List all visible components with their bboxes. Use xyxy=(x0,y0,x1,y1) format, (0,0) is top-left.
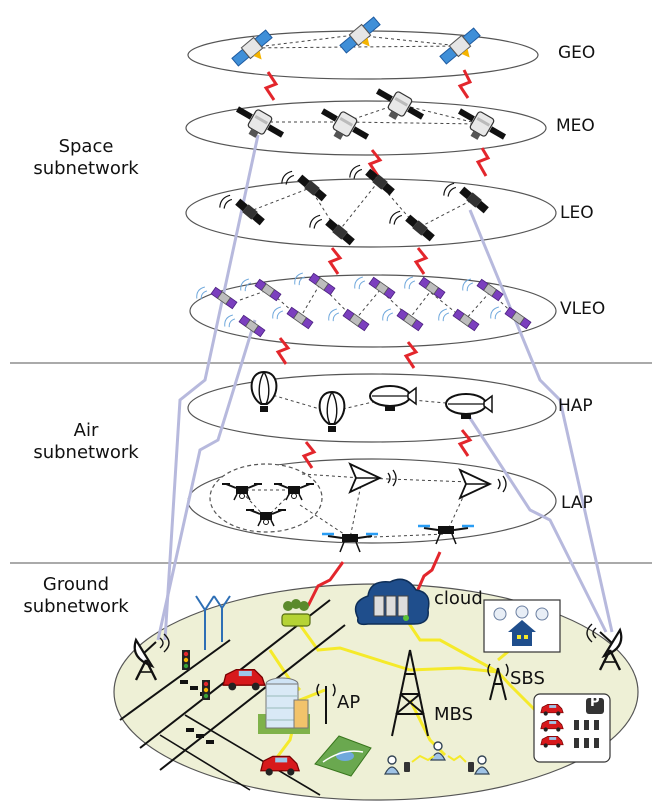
car-icon xyxy=(281,599,311,627)
ap-label: AP xyxy=(337,692,361,713)
cloud-icon xyxy=(354,578,430,626)
device-links xyxy=(411,754,467,763)
space-subnetwork-label: Space subnetwork xyxy=(26,136,146,179)
house-icon xyxy=(508,620,536,646)
laser-links xyxy=(263,69,491,607)
traffic-light-icon xyxy=(202,680,210,700)
ground-subnetwork-line2: subnetwork xyxy=(23,595,129,617)
orbit-planes xyxy=(185,30,557,544)
hap-label: HAP xyxy=(558,396,593,416)
users xyxy=(384,741,490,775)
sbs-label: SBS xyxy=(510,668,545,689)
air-subnetwork-label: Air subnetwork xyxy=(26,420,146,463)
ground-subnetwork-label: Ground subnetwork xyxy=(16,574,136,617)
space-subnetwork-line1: Space xyxy=(58,136,114,157)
smart-home-panel xyxy=(483,599,561,653)
drone-swarm-boundary xyxy=(209,463,323,533)
mbs-label: MBS xyxy=(434,704,473,725)
air-subnetwork-line1: Air xyxy=(73,420,99,441)
feeder-links xyxy=(156,134,614,641)
air-subnetwork-line2: subnetwork xyxy=(33,441,139,463)
lap-label: LAP xyxy=(561,493,593,513)
hap-plane xyxy=(187,373,557,443)
parking-sign: P xyxy=(590,695,600,710)
parking-panel xyxy=(533,693,611,763)
geo-label: GEO xyxy=(558,43,596,63)
cloud-label: cloud xyxy=(434,588,483,609)
vleo-plane xyxy=(189,274,557,348)
wind-turbines xyxy=(195,595,231,650)
tower-icon xyxy=(487,663,509,701)
tower-icon xyxy=(316,683,336,724)
vleo-label: VLEO xyxy=(560,299,606,319)
tower-icon xyxy=(391,649,429,737)
space-subnetwork-line2: subnetwork xyxy=(33,157,139,179)
meo-label: MEO xyxy=(556,116,595,136)
traffic-light-icon xyxy=(182,650,190,670)
ground-subnetwork-line1: Ground xyxy=(42,574,110,595)
leo-label: LEO xyxy=(560,203,594,223)
park-icon xyxy=(314,735,372,777)
meo-plane xyxy=(185,100,547,156)
building-icon xyxy=(258,677,310,734)
